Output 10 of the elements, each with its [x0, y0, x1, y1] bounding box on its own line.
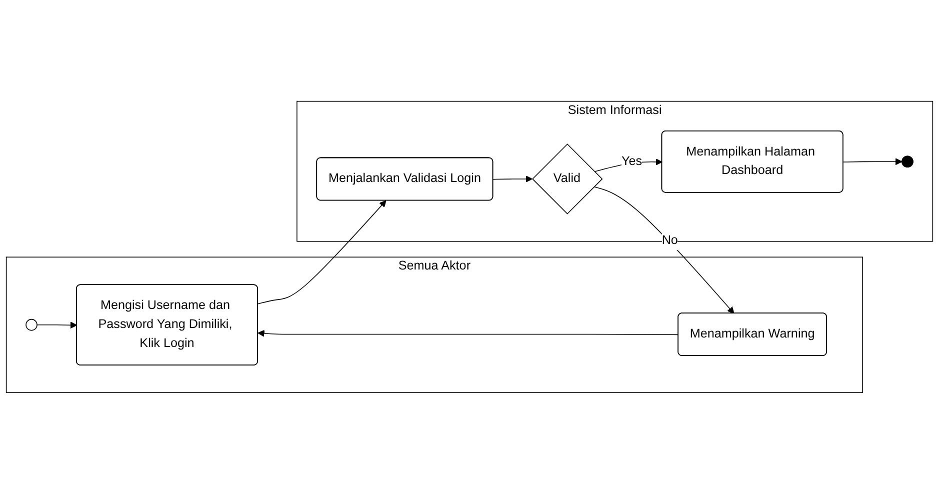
edge-label: No: [662, 233, 678, 247]
arrow: [258, 330, 679, 336]
arrow: [594, 186, 734, 314]
arrow: [842, 158, 902, 165]
arrow: [258, 200, 386, 304]
arrow: [36, 321, 78, 328]
node-diamond: Valid: [532, 143, 603, 214]
arrow: [492, 175, 532, 182]
node-circle: [26, 318, 38, 330]
edge-label: Yes: [621, 154, 642, 168]
